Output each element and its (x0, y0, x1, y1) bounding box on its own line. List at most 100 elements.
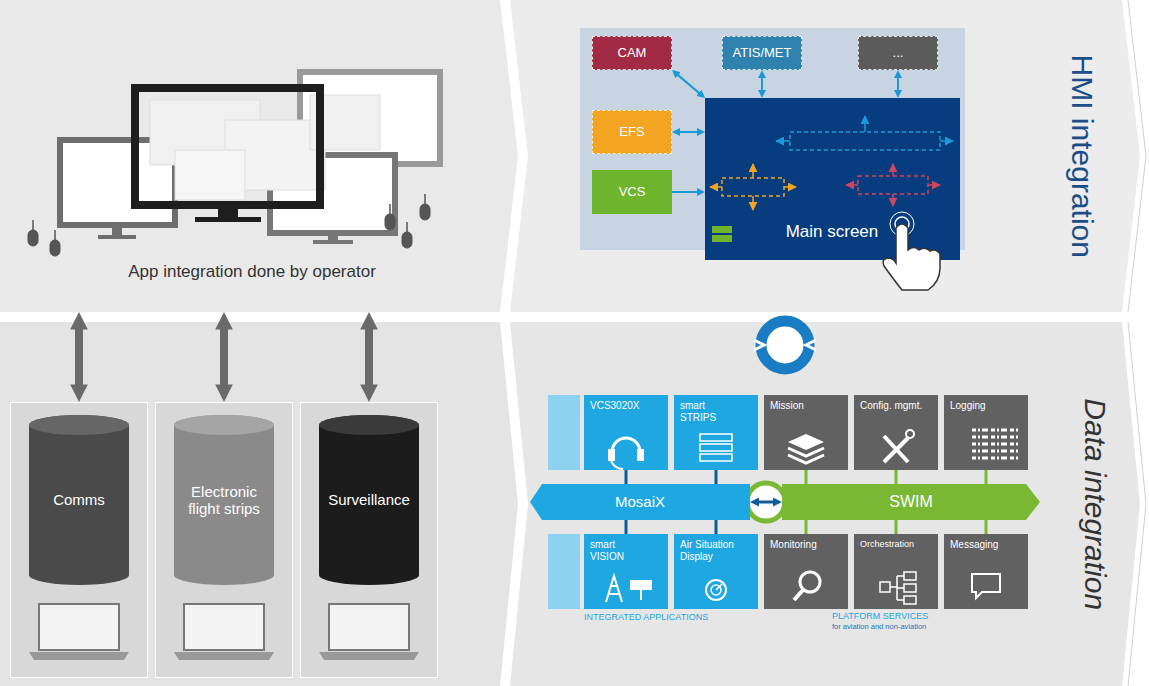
node-label: SWIM (889, 493, 933, 511)
laptop-icons (39, 604, 119, 650)
laptop-icons (29, 604, 419, 660)
laptop-icons (174, 652, 274, 660)
mouse-icons (424, 194, 426, 204)
node-label: Main screen (786, 222, 879, 242)
touch-hand (895, 217, 909, 231)
tile-icons (706, 580, 726, 600)
mouse-icons (28, 230, 38, 246)
connector (985, 520, 988, 534)
service-tile: Config. mgmt. (854, 395, 938, 470)
touch-hand (883, 212, 940, 290)
screen-widgets (892, 194, 894, 206)
connector (805, 470, 808, 484)
connector (625, 470, 628, 484)
node-label: VCS (619, 185, 646, 200)
screen-widgets (928, 184, 940, 186)
screen-widgets (712, 226, 732, 233)
tile-icons (788, 455, 824, 463)
caption-label: INTEGRATED APPLICATIONS (584, 612, 708, 622)
database-box: Surveillance (300, 402, 438, 678)
app-stripe (548, 534, 580, 609)
connector (761, 70, 763, 98)
screens-illustration (135, 88, 320, 205)
mouse-icons (420, 204, 430, 220)
panels (1128, 322, 1146, 686)
database-cylinders (319, 415, 419, 435)
screen-widgets (940, 140, 953, 142)
node-label: Logging (950, 400, 986, 412)
node-label: smart VISION (590, 539, 642, 562)
screen-widgets (790, 132, 940, 150)
tile-icons (794, 590, 803, 600)
screens-illustration (300, 72, 440, 164)
integration-panel: Data integrationVCS3020Xsmart STRIPSMiss… (512, 322, 1132, 686)
screen-widgets (858, 176, 928, 194)
tile-icons (608, 449, 615, 461)
node-label: Config. mgmt. (860, 400, 922, 412)
node-label: HMI integration (1065, 54, 1100, 257)
node-label: Messaging (950, 539, 998, 551)
switch-ring (747, 483, 785, 521)
database-box: Comms (10, 402, 148, 678)
module-box: ATIS/MET (722, 36, 802, 70)
laptop-icons (319, 652, 419, 660)
node-label: smart STRIPS (680, 400, 732, 423)
tile-icons (700, 434, 732, 441)
tile-icons (880, 582, 890, 592)
tile-icons (904, 596, 916, 604)
mouse-icons (54, 230, 56, 240)
node-label: ... (893, 46, 904, 61)
node-label: MosaiX (615, 493, 665, 510)
connector (750, 501, 782, 504)
database-box: Electronic flight strips (155, 402, 293, 678)
database-cylinders (174, 415, 274, 585)
tile-icons (716, 582, 724, 590)
screens-illustration (310, 95, 380, 150)
screens-illustration (365, 164, 375, 174)
laptop-icons (29, 652, 129, 660)
panels (510, 0, 1140, 312)
service-tile: Monitoring (764, 534, 848, 609)
service-tile: Mission (764, 395, 848, 470)
touch-hand (883, 224, 940, 290)
tile-icons (800, 572, 820, 592)
tile-icons (890, 576, 904, 600)
connector (715, 520, 718, 534)
tile-icons (640, 590, 642, 600)
screens-illustration (112, 225, 122, 235)
screen-widgets (712, 235, 732, 242)
node-label: EFS (619, 125, 644, 140)
tile-icons (606, 430, 1018, 604)
tile-icons (884, 436, 908, 462)
node-label: Electronic flight strips (177, 483, 271, 518)
sync-icon (806, 340, 816, 350)
panels (0, 322, 518, 686)
switch-ring (747, 483, 785, 521)
tile-icons (700, 454, 732, 461)
screen-widgets (710, 186, 722, 188)
screens-illustration (60, 140, 175, 225)
node-label: Orchestration (860, 539, 914, 549)
screens-illustration (270, 155, 395, 233)
connector (805, 520, 808, 534)
tile-icons (606, 576, 622, 602)
tile-icons (904, 572, 916, 580)
screen-widgets (752, 196, 754, 210)
tile-icons (906, 430, 914, 438)
connector (672, 70, 705, 98)
screens-illustration (218, 205, 238, 217)
tile-icons (700, 444, 732, 451)
database-cylinders (29, 415, 129, 585)
app-stripe (548, 395, 580, 470)
database-cylinders (29, 415, 419, 585)
app-tile: smart VISION (584, 534, 668, 609)
tile-icons (972, 430, 1018, 458)
app-tile: VCS3020X (584, 395, 668, 470)
node-label: Surveillance (328, 491, 410, 508)
main-screen: Main screen (705, 98, 960, 260)
connector (715, 470, 718, 484)
sync-icon (761, 321, 809, 369)
database-cylinders (174, 415, 274, 435)
